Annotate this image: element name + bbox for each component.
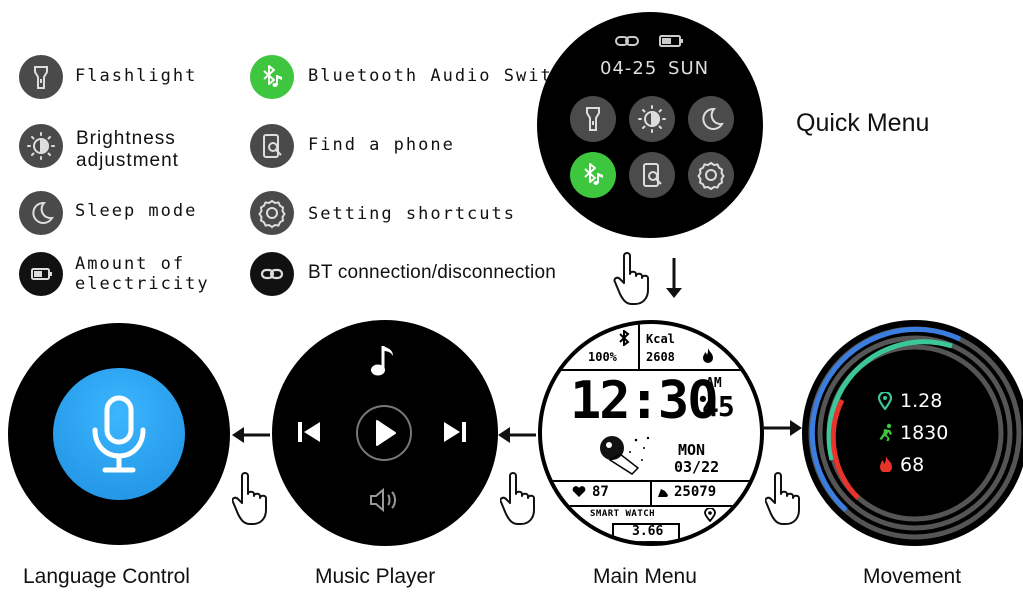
quick-brightness-button[interactable] bbox=[629, 96, 675, 142]
divider bbox=[542, 369, 760, 371]
main-weekday: MON bbox=[678, 441, 706, 459]
bluetooth-icon bbox=[619, 330, 630, 346]
astronaut-icon bbox=[600, 436, 650, 475]
microphone-icon bbox=[92, 395, 146, 473]
quick-menu-date-value: 04-25 bbox=[600, 58, 658, 79]
link-icon bbox=[615, 36, 639, 46]
music-player-caption: Music Player bbox=[315, 565, 436, 588]
divider bbox=[650, 482, 652, 507]
language-control-caption: Language Control bbox=[23, 565, 190, 588]
gear-icon bbox=[250, 191, 294, 235]
quick-settings-button[interactable] bbox=[688, 152, 734, 198]
main-battery: 100% bbox=[588, 350, 617, 364]
bt-connection-label: BT connection/disconnection bbox=[308, 262, 556, 283]
battery-icon bbox=[659, 35, 683, 47]
sleep-label: Sleep mode bbox=[75, 201, 198, 221]
main-ampm: AM bbox=[706, 376, 722, 391]
movement-calories: 68 bbox=[900, 454, 925, 476]
bluetooth-music-icon bbox=[250, 55, 294, 99]
music-note-icon bbox=[371, 346, 393, 376]
main-menu-watch: 100% Kcal 2608 12:30 AM 45 MON 03/22 87 … bbox=[538, 320, 764, 546]
movement-watch: 1.28 1830 68 bbox=[802, 320, 1023, 546]
next-track-button[interactable] bbox=[442, 419, 468, 445]
main-kcal-label: Kcal bbox=[646, 332, 675, 346]
movement-steps: 1830 bbox=[900, 422, 949, 444]
quick-menu-date: 04-25 SUN bbox=[600, 58, 709, 79]
main-menu-caption: Main Menu bbox=[593, 565, 697, 588]
electricity-label-line2: electricity bbox=[75, 274, 210, 294]
moon-icon bbox=[19, 191, 63, 235]
battery-icon bbox=[19, 252, 63, 296]
flame-icon bbox=[880, 456, 892, 472]
movement-caption: Movement bbox=[863, 565, 962, 588]
location-pin-icon bbox=[878, 392, 892, 410]
brightness-icon bbox=[19, 124, 63, 168]
divider bbox=[542, 480, 760, 482]
activity-rings bbox=[808, 326, 1022, 540]
main-distance-box bbox=[612, 523, 680, 542]
main-brand: SMART WATCH bbox=[590, 509, 656, 519]
tap-hand-icon bbox=[500, 472, 535, 525]
quick-flashlight-button[interactable] bbox=[570, 96, 616, 142]
microphone-button[interactable] bbox=[53, 368, 185, 500]
main-distance: 3.66 bbox=[632, 524, 664, 539]
find-phone-icon bbox=[250, 124, 294, 168]
brightness-label-line2: adjustment bbox=[76, 150, 179, 171]
main-date: 03/22 bbox=[674, 458, 720, 476]
location-pin-icon bbox=[704, 508, 716, 522]
link-icon bbox=[250, 252, 294, 296]
volume-icon[interactable] bbox=[369, 488, 401, 512]
flashlight-label: Flashlight bbox=[75, 66, 198, 86]
play-button[interactable] bbox=[356, 405, 412, 461]
arrow-left-icon bbox=[232, 427, 270, 443]
main-kcal-value: 2608 bbox=[646, 350, 675, 364]
quick-sleep-button[interactable] bbox=[688, 96, 734, 142]
quick-find-phone-button[interactable] bbox=[629, 152, 675, 198]
bluetooth-audio-label: Bluetooth Audio Switch bbox=[308, 66, 578, 86]
main-steps: 25079 bbox=[674, 484, 717, 500]
divider bbox=[638, 324, 640, 369]
find-phone-label: Find a phone bbox=[308, 135, 455, 155]
quick-menu-day: SUN bbox=[668, 58, 710, 79]
language-control-watch bbox=[8, 323, 230, 545]
brightness-label: Brightness adjustment bbox=[76, 128, 179, 172]
tap-hand-icon bbox=[765, 472, 800, 525]
tap-hand-icon bbox=[232, 472, 267, 525]
swipe-down-hand-icon bbox=[613, 252, 682, 305]
brightness-label-line1: Brightness bbox=[76, 128, 176, 149]
main-time: 12:30 bbox=[570, 371, 719, 431]
quick-menu-title: Quick Menu bbox=[796, 109, 930, 137]
arrow-right-icon bbox=[762, 420, 802, 436]
quick-menu-watch: 04-25 SUN bbox=[537, 12, 763, 238]
electricity-label-line1: Amount of bbox=[75, 254, 186, 274]
play-icon bbox=[376, 420, 396, 446]
settings-label: Setting shortcuts bbox=[308, 204, 516, 224]
flashlight-icon bbox=[19, 55, 63, 99]
quick-bluetooth-audio-button[interactable] bbox=[570, 152, 616, 198]
movement-distance: 1.28 bbox=[900, 390, 943, 412]
main-heart-rate: 87 bbox=[592, 484, 609, 500]
electricity-label: Amount of electricity bbox=[75, 254, 210, 294]
running-icon bbox=[879, 423, 892, 441]
music-player-watch bbox=[272, 320, 498, 546]
flame-icon bbox=[703, 348, 713, 363]
shoe-icon bbox=[658, 489, 668, 497]
heart-icon bbox=[572, 486, 586, 497]
previous-track-button[interactable] bbox=[296, 419, 322, 445]
arrow-left-icon bbox=[498, 427, 536, 443]
main-seconds: 45 bbox=[702, 390, 735, 423]
